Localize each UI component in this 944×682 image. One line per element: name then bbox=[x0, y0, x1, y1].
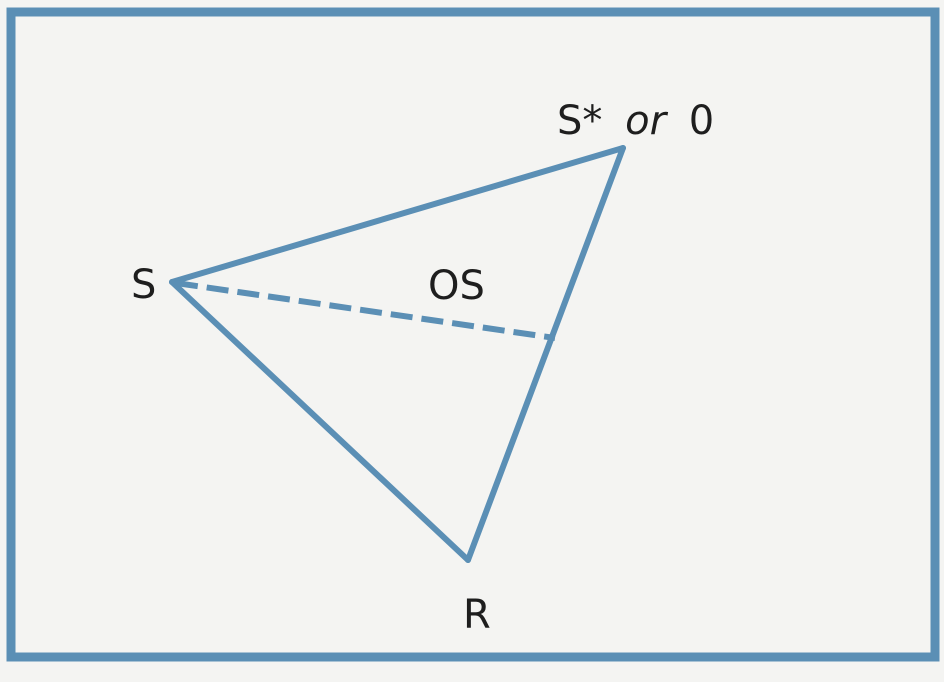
edge-s-to-r bbox=[169, 279, 471, 563]
label-top-or: or bbox=[625, 98, 668, 144]
edge-s-to-top bbox=[169, 145, 626, 285]
label-left-vertex: S bbox=[131, 262, 156, 308]
label-bottom-vertex: R bbox=[463, 592, 491, 638]
label-dashed-os: OS bbox=[428, 263, 485, 309]
dashed-os-segment bbox=[175, 280, 556, 341]
label-top-suffix: 0 bbox=[689, 98, 714, 144]
label-top-vertex: S* or 0 bbox=[557, 98, 714, 144]
diagram-frame bbox=[6, 7, 940, 662]
edge-top-to-r bbox=[465, 145, 626, 563]
label-top-prefix: S* bbox=[557, 98, 602, 144]
